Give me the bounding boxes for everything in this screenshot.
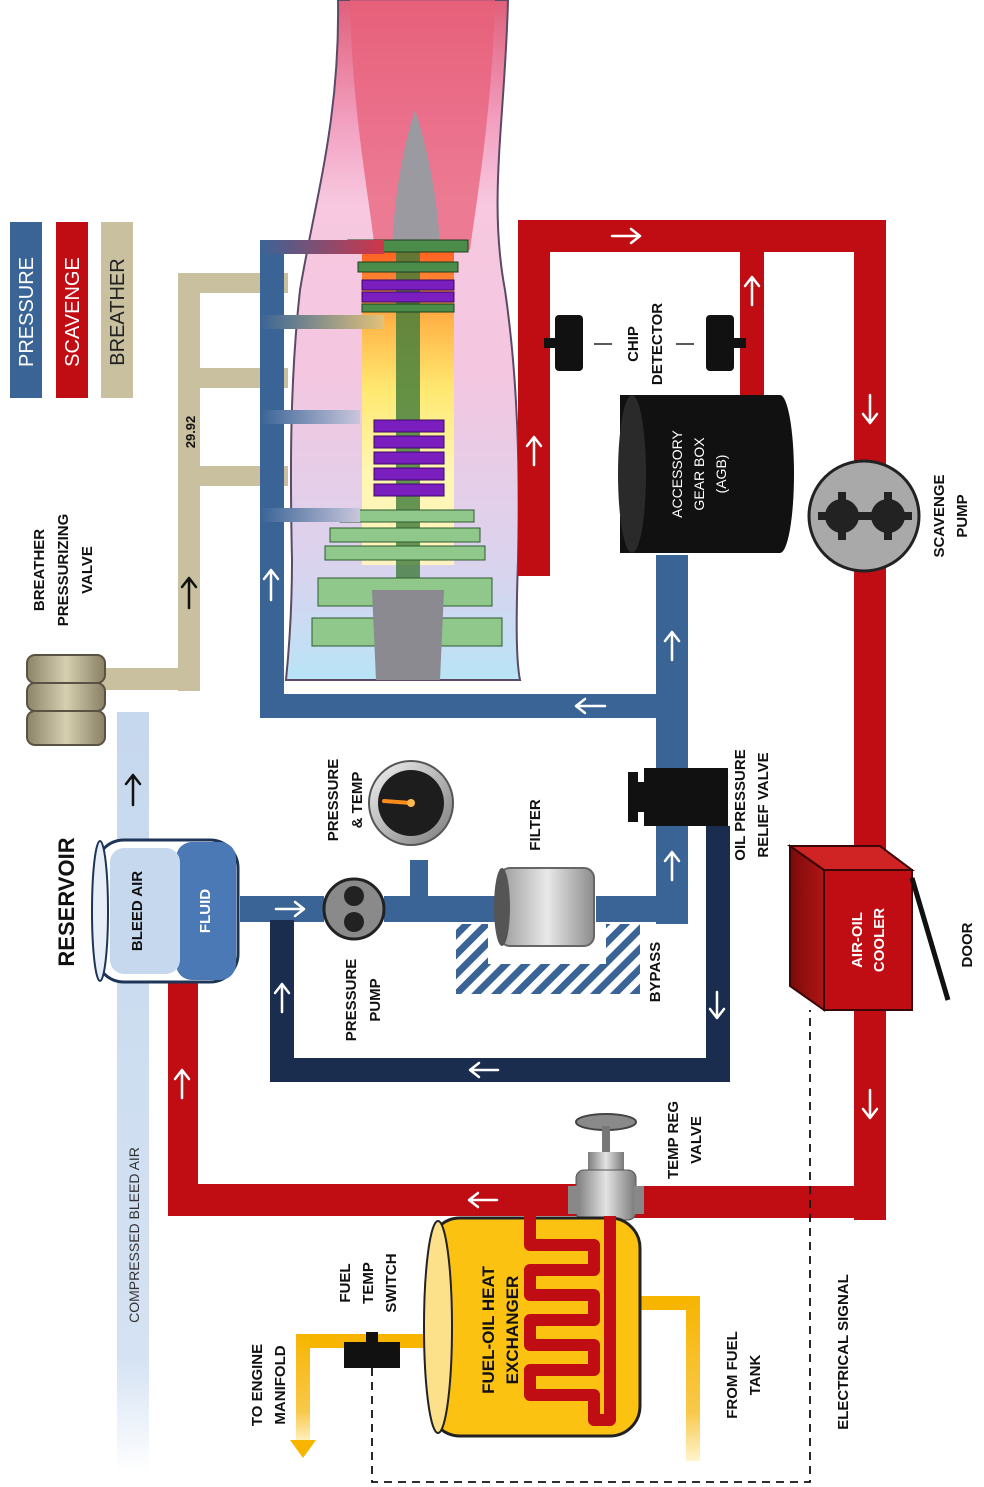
legend-breather-label: BREATHER — [107, 258, 129, 365]
agb-label-3: (AGB) — [713, 455, 729, 494]
pressure-pump-label-2: PUMP — [367, 978, 384, 1021]
breather-valve-label-1: BREATHER — [31, 529, 48, 611]
cooler-label-1: AIR-OIL — [849, 912, 866, 968]
exchanger-label-1: FUEL-OIL HEAT — [479, 1265, 498, 1393]
to-engine-label-2: MANIFOLD — [272, 1345, 289, 1424]
relief-label-2: RELIEF VALVE — [755, 752, 772, 857]
relief-label-1: OIL PRESSURE — [732, 749, 749, 860]
fuel-temp-label-2: TEMP — [360, 1262, 377, 1304]
temp-reg-label-2: VALVE — [688, 1116, 705, 1164]
from-fuel-label-2: TANK — [747, 1355, 764, 1396]
temp-reg-valve — [568, 1114, 644, 1220]
legend-pressure-label: PRESSURE — [16, 257, 38, 367]
scavenge-pump — [809, 461, 919, 571]
bleed-air-line — [117, 712, 149, 1472]
temp-reg-label-1: TEMP REG — [665, 1101, 682, 1179]
jet-engine — [286, 0, 520, 680]
to-engine-label-1: TO ENGINE — [249, 1344, 266, 1426]
breather-valve-label-2: PRESSURIZING — [55, 514, 72, 627]
gauge-label-2: & TEMP — [349, 772, 366, 829]
scavenge-pump-label-1: SCAVENGE — [931, 474, 948, 557]
air-oil-cooler — [790, 846, 948, 1010]
electrical-signal-label: ELECTRICAL SIGNAL — [835, 1274, 852, 1430]
chip-label-1: CHIP — [625, 326, 642, 362]
pressure-temp-gauge — [369, 761, 453, 845]
compressed-bleed-air-label: COMPRESSED BLEED AIR — [126, 1147, 142, 1323]
bypass-label: BYPASS — [647, 942, 664, 1003]
oil-pressure-relief-valve — [628, 768, 728, 826]
breather-reading: 29.92 — [183, 416, 198, 449]
pressure-pump — [324, 879, 384, 939]
agb-label-2: GEAR BOX — [691, 437, 707, 511]
fuel-temp-label-3: SWITCH — [383, 1253, 400, 1312]
fluid-label: FLUID — [197, 889, 214, 933]
reservoir-label: RESERVOIR — [54, 837, 79, 966]
legend-scavenge-label: SCAVENGE — [62, 257, 84, 367]
agb-label-1: ACCESSORY — [669, 430, 685, 518]
filter-label: FILTER — [527, 799, 544, 851]
bleed-air-label: BLEED AIR — [129, 871, 146, 951]
exchanger-label-2: EXCHANGER — [503, 1276, 522, 1385]
fuel-temp-label-1: FUEL — [337, 1263, 354, 1302]
reservoir — [92, 840, 238, 982]
breather-valve-label-3: VALVE — [79, 546, 96, 594]
fuel-oil-heat-exchanger — [424, 1216, 640, 1436]
oil-filter — [494, 868, 594, 946]
door-label: DOOR — [959, 922, 976, 967]
gauge-label-1: PRESSURE — [325, 759, 342, 842]
pressure-pump-label-1: PRESSURE — [343, 959, 360, 1042]
legend: PRESSURE SCAVENGE BREATHER — [10, 222, 133, 398]
breather-pressurizing-valve — [27, 655, 105, 745]
scavenge-pump-label-2: PUMP — [954, 494, 971, 537]
from-fuel-label-1: FROM FUEL — [724, 1331, 741, 1419]
cooler-label-2: COOLER — [871, 908, 888, 972]
chip-label-2: DETECTOR — [649, 303, 666, 385]
